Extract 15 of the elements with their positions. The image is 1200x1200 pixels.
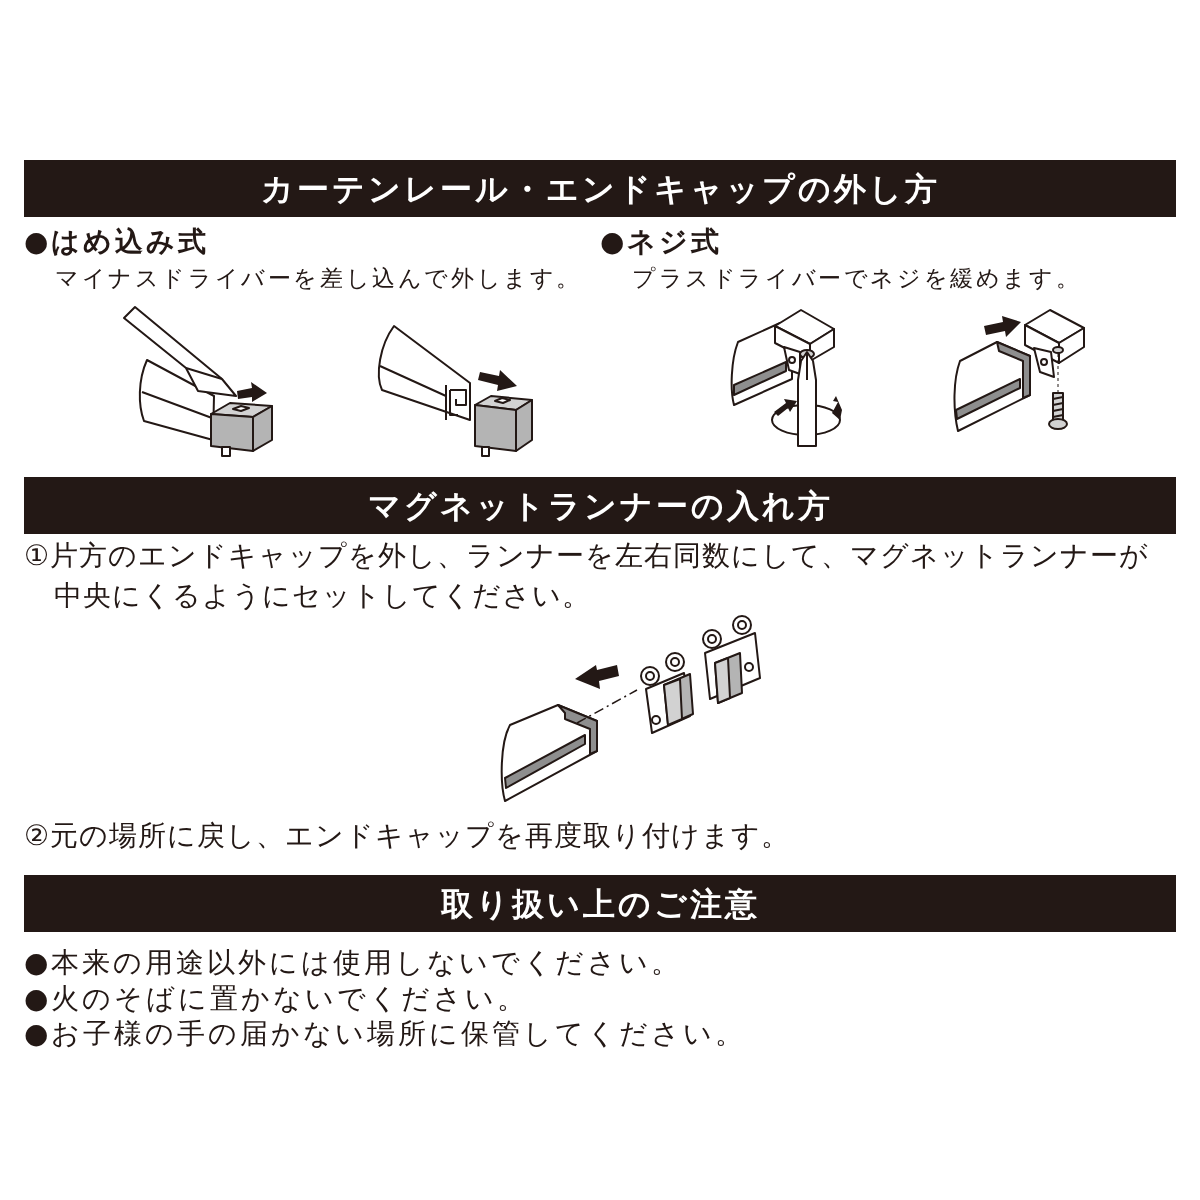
section-band [24,160,1176,217]
step-text: ①片方のエンドキャップを外し、ランナーを左右同数にして、マグネットランナーが中央にくるようにセットしてください。 [24,538,1151,614]
method-heading: ●ネジ式 [600,225,723,259]
instruction-text: マイナスドライバーを差し込んで外します。 [55,264,582,293]
caution-text: ●お子様の手の届かない場所に保管してください。 [24,1016,747,1052]
section-title: 取り扱い上のご注意 [440,883,760,924]
section-title: マグネットランナーの入れ方 [367,485,833,526]
caution-text: ●火のそばに置かないでください。 [24,981,529,1017]
instruction-text: プラスドライバーでネジを緩めます。 [632,264,1082,293]
section-band [24,875,1176,932]
method-heading: ●はめ込み式 [24,225,210,259]
step-text: ②元の場所に戻し、エンドキャップを再度取り付けます。 [24,818,791,854]
section-band [24,477,1176,534]
caution-text: ●本来の用途以外には使用しないでください。 [24,945,683,981]
section-title: カーテンレール・エンドキャップの外し方 [260,168,940,209]
